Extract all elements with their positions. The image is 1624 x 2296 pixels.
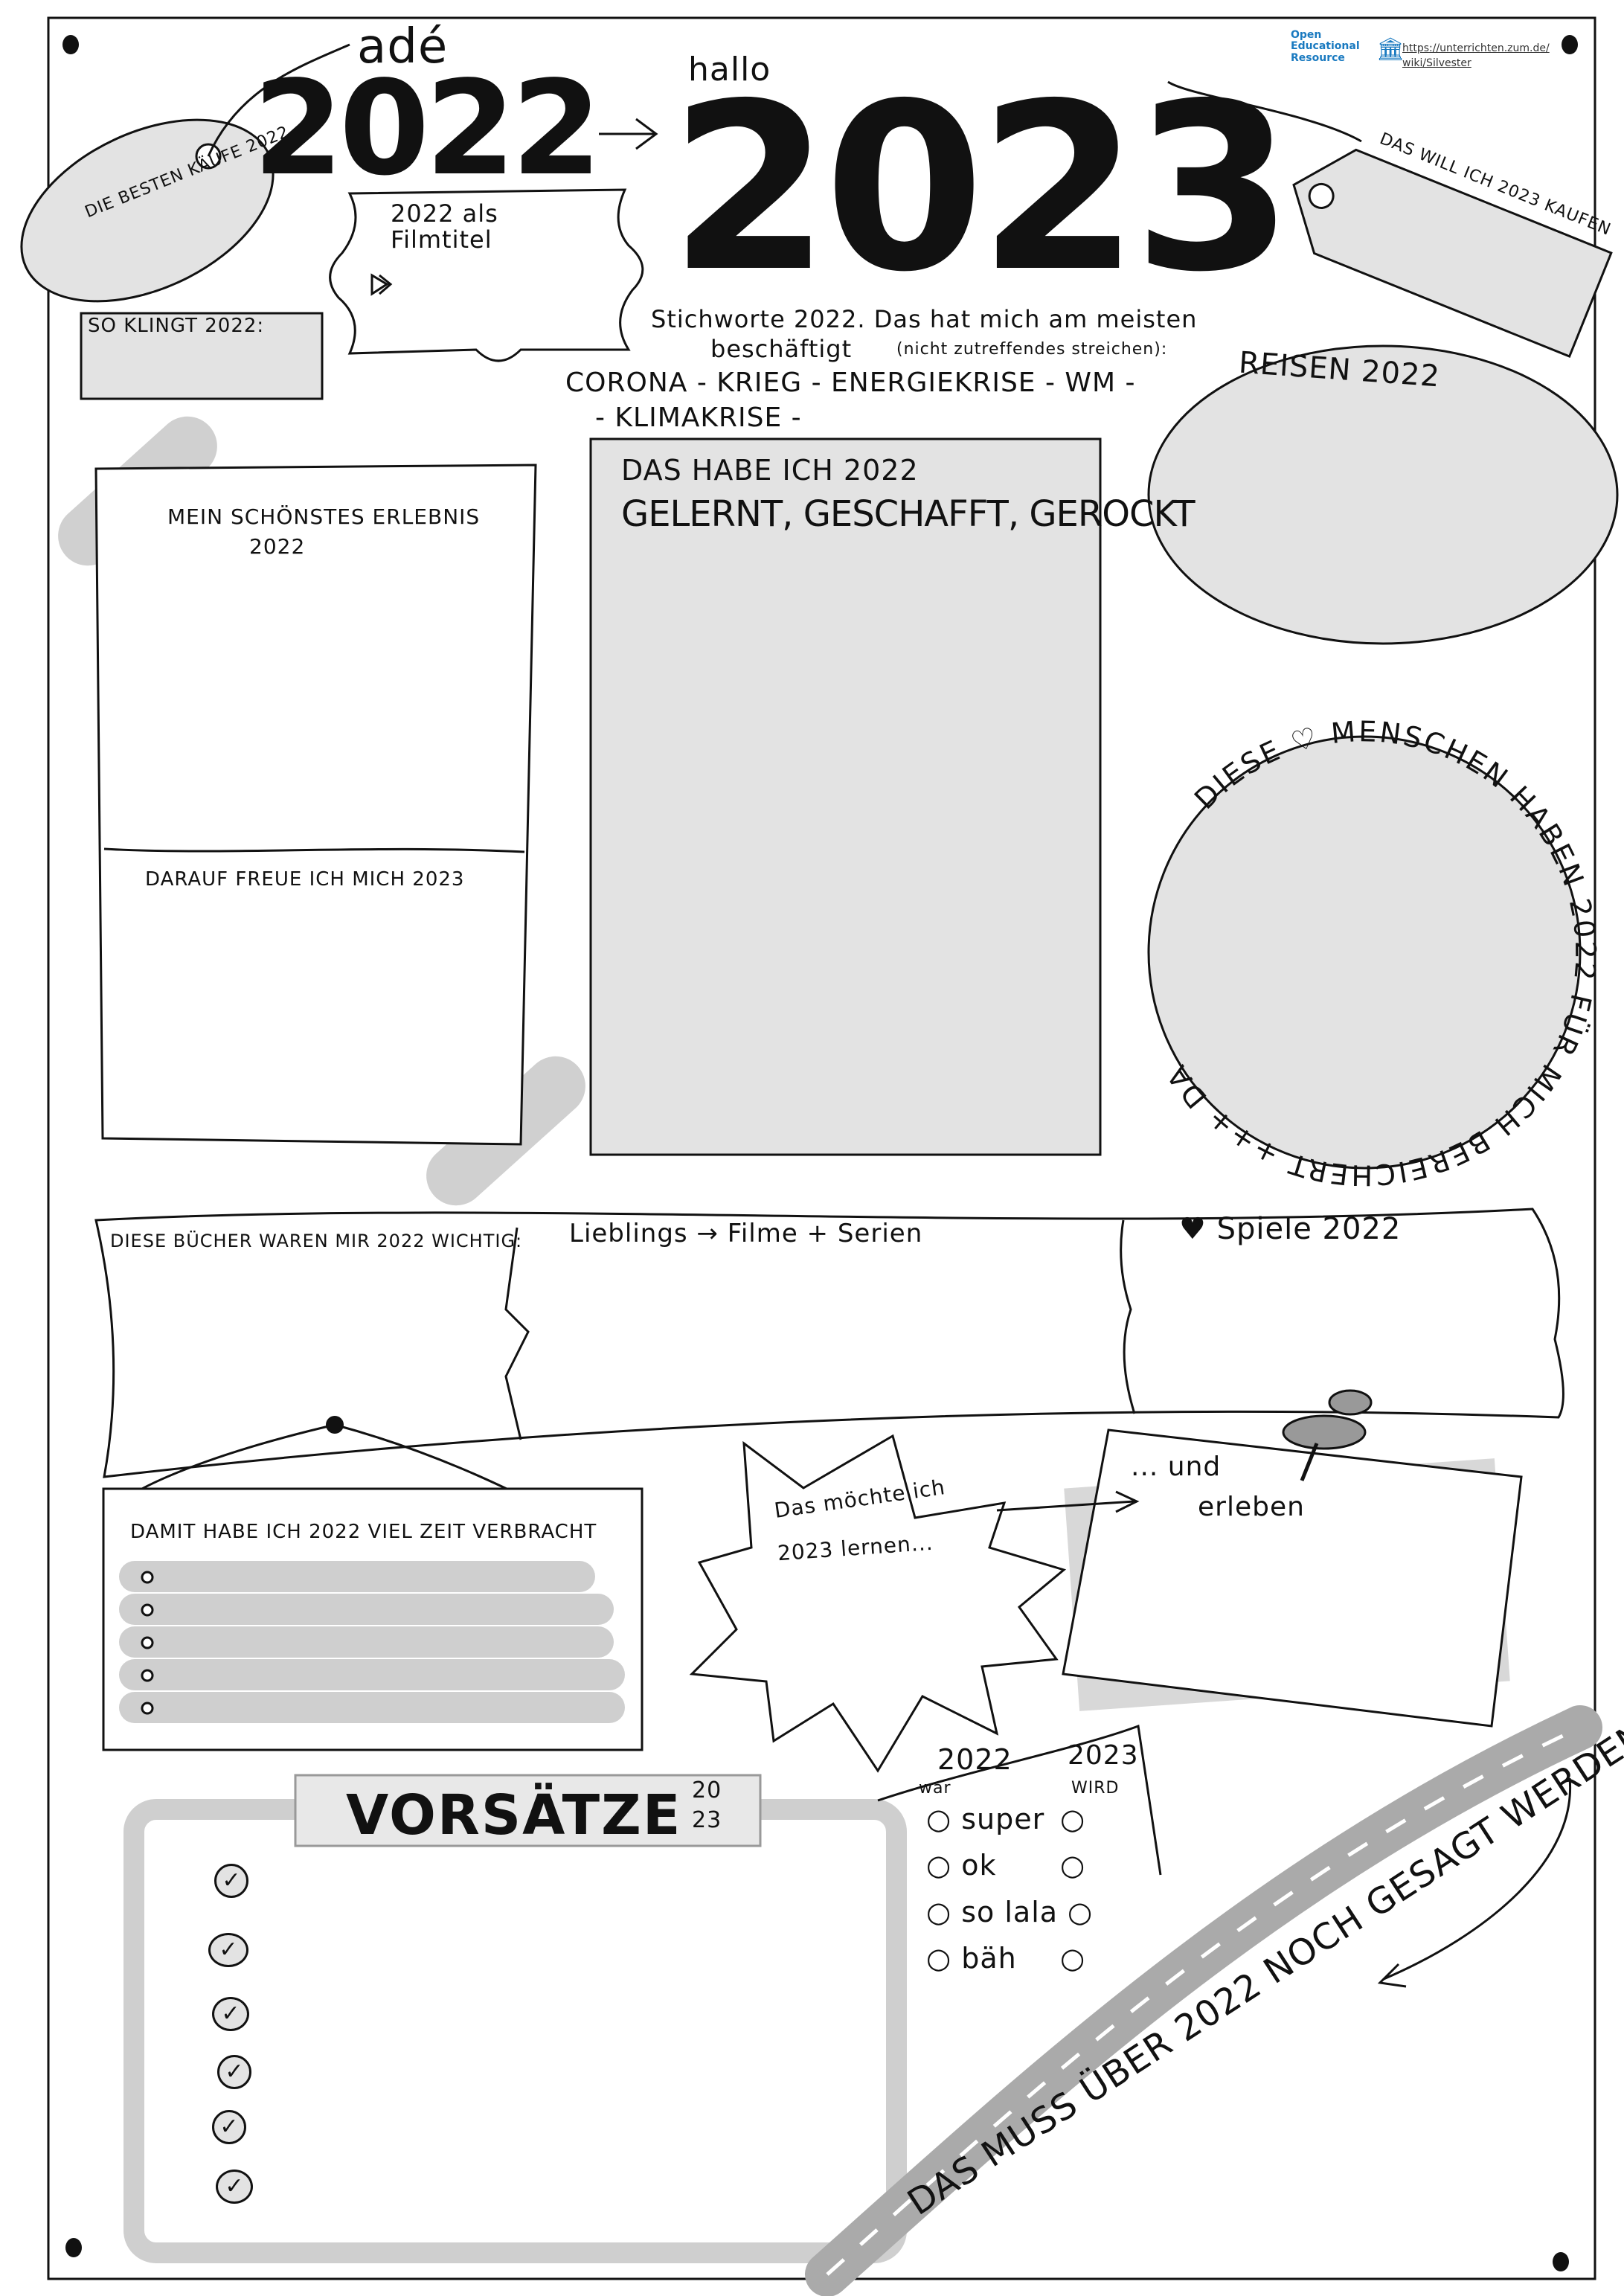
radio-2023-baeh[interactable]: ○ <box>1060 1942 1085 1975</box>
source-link-line2[interactable]: wiki/Silvester <box>1402 57 1471 69</box>
ade-label: adé <box>357 19 449 74</box>
film-title-frame <box>329 188 644 362</box>
rating-option-label: super <box>961 1803 1045 1835</box>
experience-note-1: ... und <box>1131 1452 1222 1482</box>
right-tag-shape <box>1292 148 1613 359</box>
films-label: Lieblings → Filme + Serien <box>569 1219 923 1248</box>
sound-box <box>80 312 324 400</box>
keywords-intro-2: beschäftigt <box>710 335 853 363</box>
checkbox-checked[interactable]: ✓ <box>212 2110 246 2144</box>
media-banner <box>94 1208 1564 1478</box>
rating-col-2022: 2022 <box>937 1743 1012 1776</box>
source-link-line1[interactable]: https://unterrichten.zum.de/ <box>1402 42 1550 54</box>
checkbox-checked[interactable]: ✓ <box>212 1997 249 2031</box>
film-title-label: 2022 als Filmtitel <box>391 199 498 254</box>
rating-option-super[interactable]: ○ super <box>926 1803 1045 1835</box>
experience-note <box>1062 1428 1523 1728</box>
radio-2023-so-lala[interactable]: ○ <box>1068 1896 1093 1928</box>
resolutions-title: VORSÄTZE <box>346 1783 682 1847</box>
resolutions-year-top: 20 <box>692 1777 722 1803</box>
experience-title: MEIN SCHÖNSTES ERLEBNIS <box>167 504 481 529</box>
resolutions-title-box <box>294 1774 762 1847</box>
people-circle <box>1147 735 1582 1170</box>
lookforward-label: DARAUF FREUE ICH MICH 2023 <box>145 868 465 891</box>
rating-option-label: ok <box>961 1849 997 1882</box>
screw-icons <box>62 35 1578 2271</box>
experience-year: 2022 <box>249 534 306 559</box>
road <box>805 1705 1602 2296</box>
resolutions-year-bottom: 23 <box>692 1807 722 1833</box>
hallo-label: hallo <box>688 51 771 89</box>
learned-subtitle: GELERNT, GESCHAFFT, GEROCKT <box>621 493 1195 535</box>
games-label: ♥ Spiele 2022 <box>1179 1212 1402 1246</box>
learned-title: DAS HABE ICH 2022 <box>621 454 919 487</box>
rating-option-ok[interactable]: ○ ok <box>926 1849 997 1882</box>
keywords-note: (nicht zutreffendes streichen): <box>896 340 1168 359</box>
rating-col-2023-sub: WIRD <box>1071 1779 1120 1798</box>
time-list-title: DAMIT HABE ICH 2022 VIEL ZEIT VERBRACHT <box>130 1521 597 1543</box>
pin-icon <box>1282 1389 1373 1481</box>
rating-option-so-lala[interactable]: ○ so lala <box>926 1896 1059 1928</box>
checkbox-checked[interactable]: ✓ <box>208 1933 248 1967</box>
books-label: DIESE BÜCHER WAREN MIR 2022 WICHTIG: <box>110 1231 523 1251</box>
year-2022-heading: 2022 <box>253 54 602 205</box>
rating-col-2023: 2023 <box>1068 1740 1139 1771</box>
checkbox-checked[interactable]: ✓ <box>214 1864 248 1898</box>
bullet-icons <box>141 1571 154 1715</box>
sound-box-label: SO KLINGT 2022: <box>88 315 265 337</box>
play-icon <box>370 273 393 296</box>
keywords-line1[interactable]: CORONA - KRIEG - ENERGIEKRISE - WM - <box>565 368 1136 398</box>
learn-starburst <box>689 1434 1067 1773</box>
rating-col-2022-sub: war <box>919 1779 951 1798</box>
experience-paper <box>94 464 537 1146</box>
keywords-line2[interactable]: - KLIMAKRISE - <box>595 403 802 433</box>
checkbox-checked[interactable]: ✓ <box>216 2170 253 2204</box>
learned-box <box>589 437 1102 1156</box>
keywords-intro: Stichworte 2022. Das hat mich am meisten <box>651 305 1198 333</box>
museum-icon: 🏛 <box>1376 36 1405 62</box>
oer-logo: Open Educational Resource <box>1291 29 1360 64</box>
arrow-icon <box>599 118 658 150</box>
rating-option-baeh[interactable]: ○ bäh <box>926 1942 1017 1975</box>
year-2023-heading: 2023 <box>670 54 1294 323</box>
radio-2023-super[interactable]: ○ <box>1060 1803 1085 1835</box>
rating-option-label: bäh <box>961 1942 1017 1975</box>
rating-option-label: so lala <box>961 1896 1059 1928</box>
travel-ellipse <box>1147 344 1619 645</box>
checkbox-checked[interactable]: ✓ <box>217 2055 251 2089</box>
time-list-rows <box>119 1561 625 1723</box>
radio-2023-ok[interactable]: ○ <box>1060 1849 1085 1882</box>
experience-note-2: erleben <box>1198 1492 1305 1522</box>
